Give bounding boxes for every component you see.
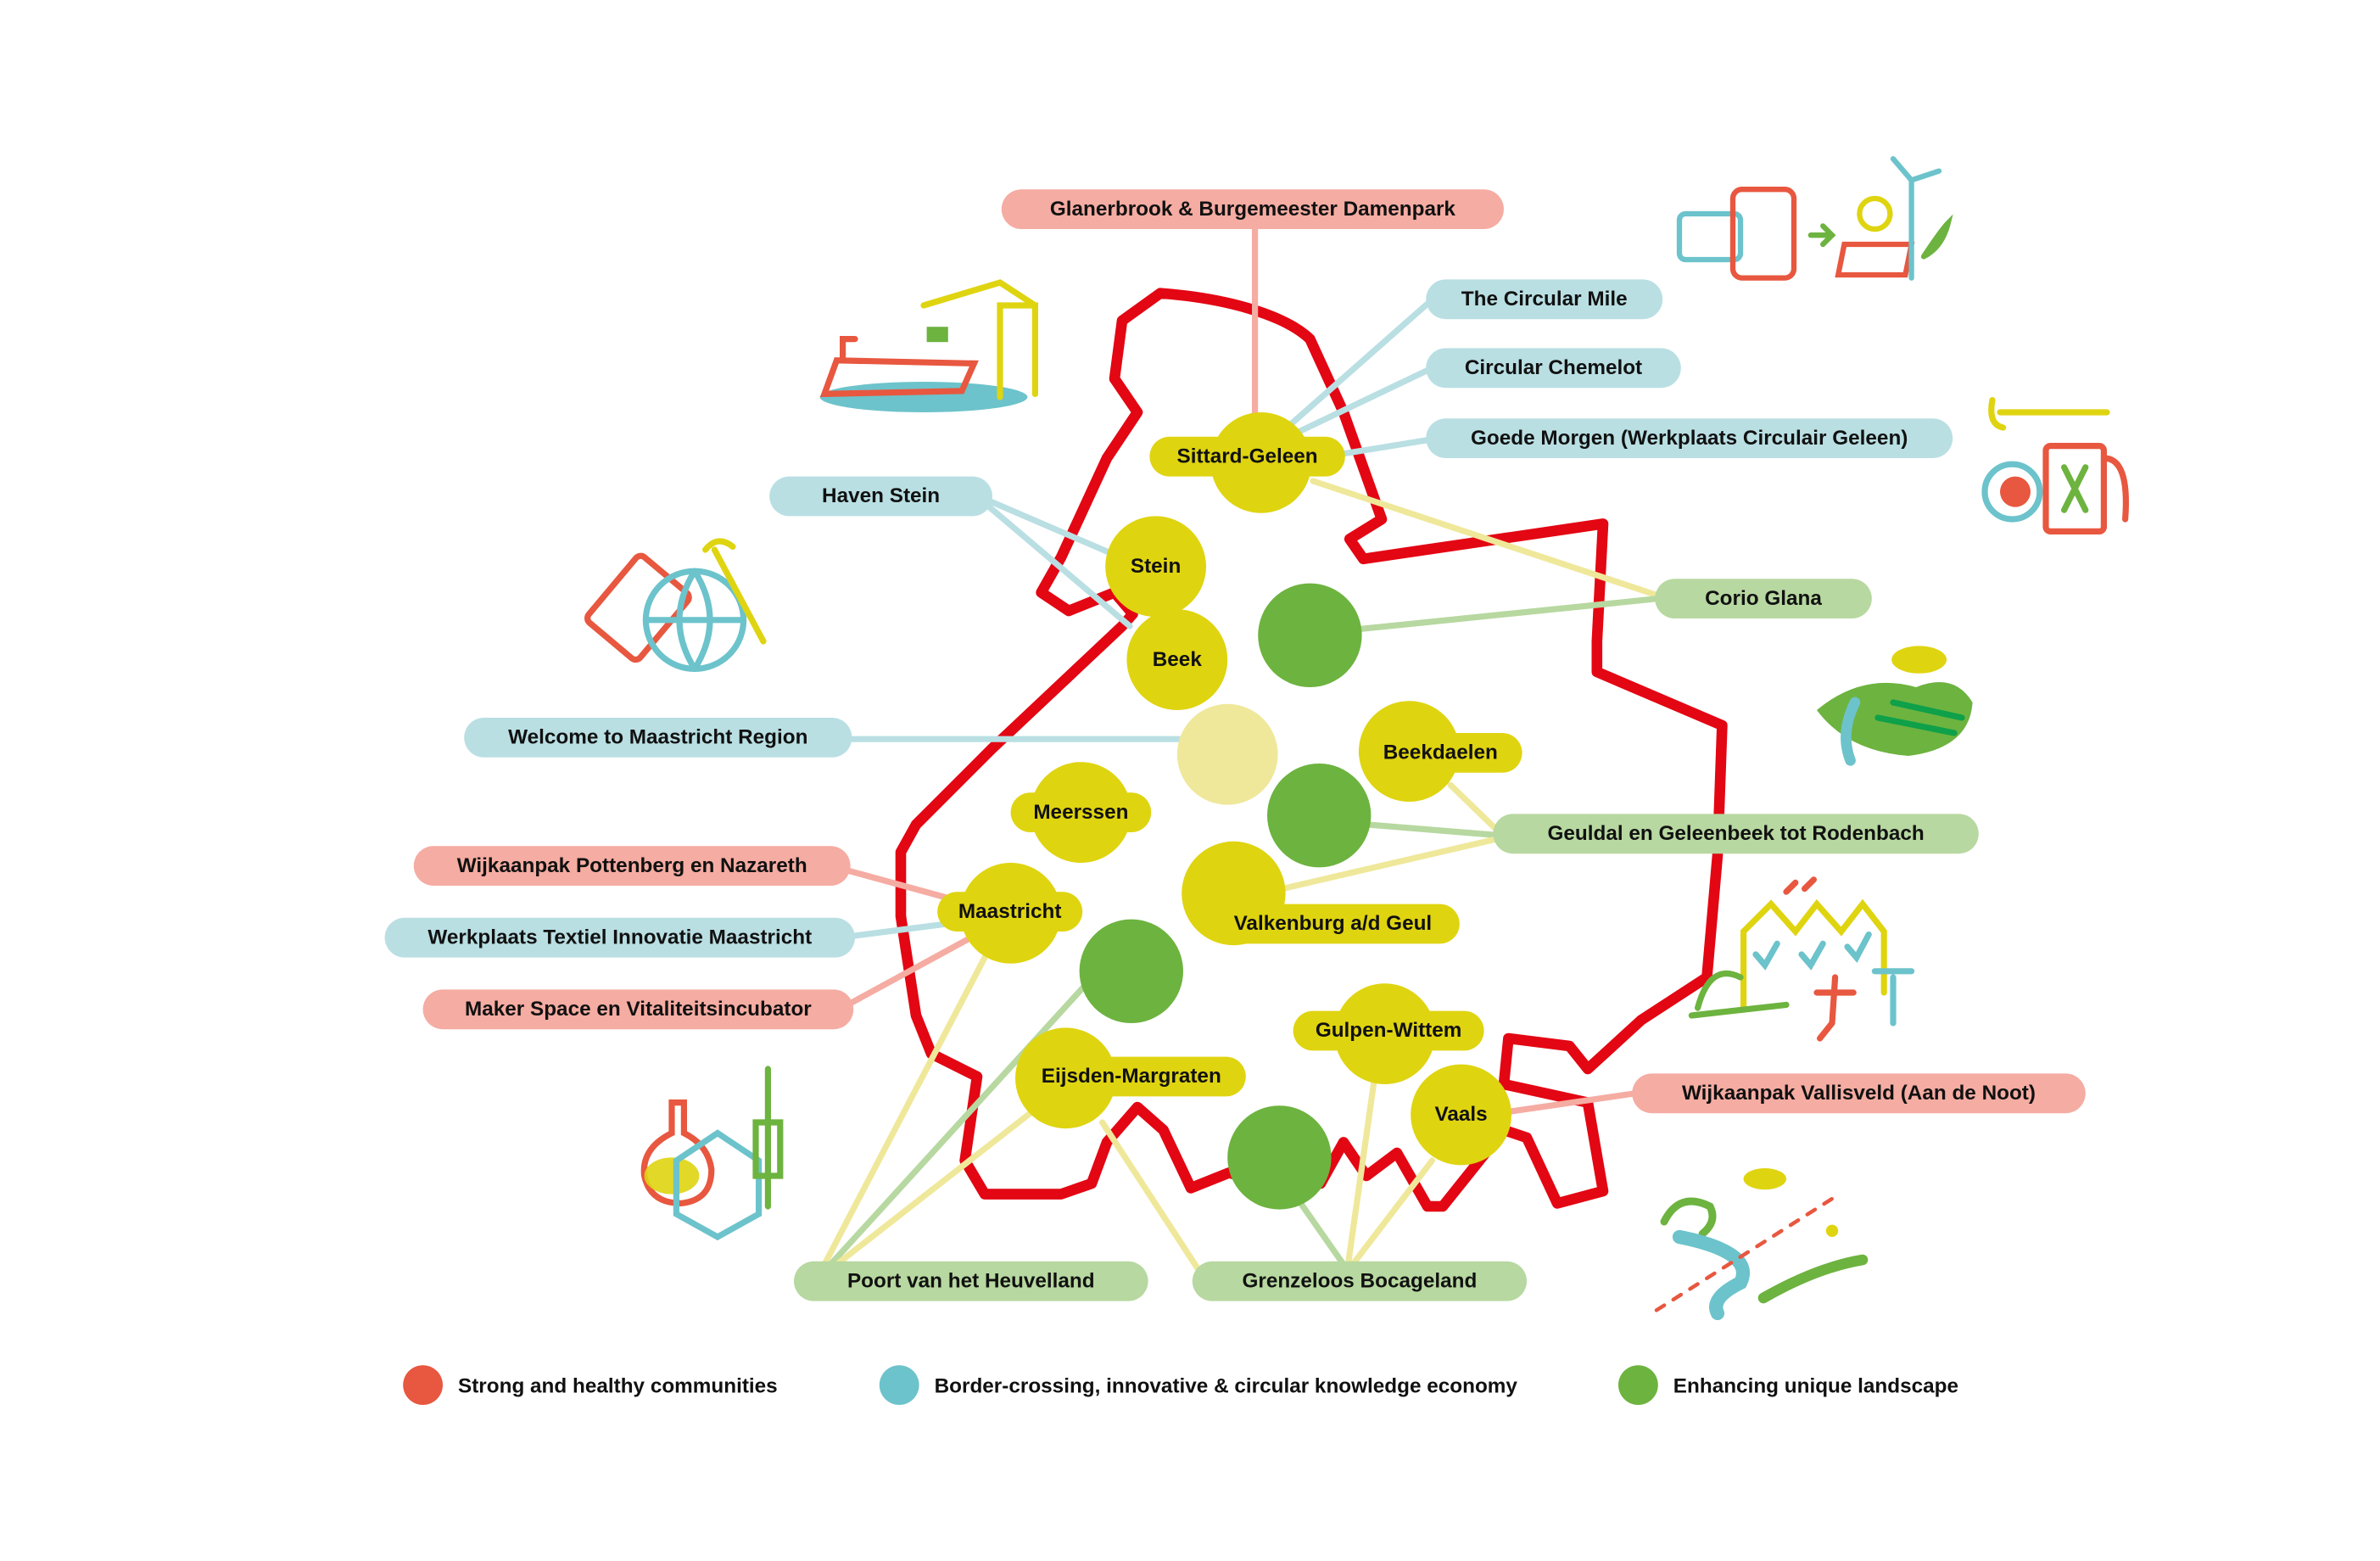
municipality-eijsden-margraten[interactable]: Eijsden-Margraten (1016, 1056, 1246, 1097)
connector-geuldal-green (1365, 821, 1503, 839)
legend-label: Border-crossing, innovative & circular k… (934, 1374, 1517, 1397)
municipality-beek[interactable]: Beek (1152, 647, 1202, 671)
node-green-grenzeloos[interactable] (1227, 1105, 1332, 1210)
node-green-geuldal[interactable] (1267, 764, 1372, 868)
legend-label: Enhancing unique landscape (1673, 1374, 1959, 1397)
municipality-valkenburg[interactable]: Valkenburg a/d Geul (1206, 904, 1460, 944)
legend-communities: Strong and healthy communities (403, 1365, 778, 1405)
connector-poort-maastricht (821, 954, 988, 1267)
connector-grenzeloos-gulpen (1344, 1077, 1377, 1267)
connectors (821, 226, 1662, 1271)
project-textiel[interactable]: Werkplaats Textiel Innovatie Maastricht (384, 917, 855, 958)
municipality-sittard-geleen[interactable]: Sittard-Geleen (1149, 436, 1345, 477)
legend-blue-dot-icon (879, 1365, 919, 1405)
municipality-maastricht[interactable]: Maastricht (937, 892, 1083, 932)
repair-tools-icon (1981, 396, 2129, 534)
legend-label: Strong and healthy communities (458, 1374, 778, 1397)
node-beek[interactable] (1126, 609, 1228, 710)
legend-red-dot-icon (403, 1365, 443, 1405)
project-circular-chemelot[interactable]: Circular Chemelot (1426, 348, 1681, 389)
municipality-vaals[interactable]: Vaals (1434, 1102, 1488, 1126)
connector-chemelot (1291, 366, 1433, 437)
connector-geuldal-beekdaelen (1447, 781, 1503, 836)
connector-poort-eijsden (833, 1108, 1036, 1267)
connector-haven-stein-2 (986, 503, 1133, 629)
river-landscape-icon (1654, 1168, 1869, 1321)
project-corio-glana[interactable]: Corio Glana (1655, 579, 1872, 618)
connector-circular-mile (1283, 299, 1433, 431)
project-circular-mile[interactable]: The Circular Mile (1426, 279, 1663, 320)
ship-crane-icon (819, 279, 1038, 412)
municipality-beekdaelen[interactable]: Beekdaelen (1359, 733, 1522, 773)
connector-maker-space (846, 934, 975, 1007)
node-stein[interactable] (1105, 516, 1206, 618)
connector-textiel (848, 919, 962, 939)
project-welcome[interactable]: Welcome to Maastricht Region (464, 718, 852, 758)
project-haven-stein[interactable]: Haven Stein (769, 476, 992, 517)
connector-geuldal-valkenburg (1279, 835, 1503, 892)
project-grenzeloos[interactable]: Grenzeloos Bocageland (1192, 1261, 1527, 1301)
lab-flask-syringe-icon (640, 1066, 784, 1241)
municipality-meerssen[interactable]: Meerssen (1010, 792, 1152, 832)
project-poort[interactable]: Poort van het Heuvelland (794, 1261, 1148, 1301)
region-outline (895, 288, 1728, 1212)
connector-corio-sittard (1310, 478, 1662, 599)
legend-economy: Border-crossing, innovative & circular k… (879, 1365, 1517, 1405)
legend-green-dot-icon (1618, 1365, 1658, 1405)
project-pottenberg[interactable]: Wijkaanpak Pottenberg en Nazareth (413, 846, 851, 886)
project-glanerbrook[interactable]: Glanerbrook & Burgemeester Damenpark (1001, 189, 1504, 229)
project-vallisveld[interactable]: Wijkaanpak Vallisveld (Aan de Noot) (1632, 1073, 2086, 1114)
legend-landscape: Enhancing unique landscape (1618, 1365, 1958, 1405)
greenhouse-people-icon (1688, 876, 1915, 1042)
node-green-corio[interactable] (1258, 583, 1362, 687)
recycling-energy-icon (1676, 156, 1953, 281)
connector-grenzeloos-vaals (1349, 1157, 1435, 1267)
project-goede-morgen[interactable]: Goede Morgen (Werkplaats Circulair Gelee… (1426, 418, 1953, 458)
landscape-trees-icon (1817, 646, 1973, 766)
connector-corio-green (1355, 595, 1662, 633)
connector-grenzeloos-green (1297, 1200, 1347, 1267)
connector-haven-stein-1 (986, 497, 1114, 557)
project-maker-space[interactable]: Maker Space en Vitaliteitsincubator (422, 989, 854, 1030)
connector-vallisveld (1505, 1090, 1639, 1115)
node-vaals[interactable] (1411, 1064, 1511, 1166)
municipality-stein[interactable]: Stein (1130, 554, 1182, 578)
connector-poort-green (827, 983, 1087, 1267)
node-green-poort[interactable] (1079, 919, 1183, 1023)
project-geuldal[interactable]: Geuldal en Geleenbeek tot Rodenbach (1493, 814, 1979, 854)
connector-grenzeloos-eijsden (1098, 1119, 1200, 1271)
globe-suitcase-icon (584, 538, 767, 672)
connector-pottenberg (844, 867, 962, 904)
node-welcome[interactable] (1176, 703, 1278, 805)
municipality-gulpen-wittem[interactable]: Gulpen-Wittem (1293, 1010, 1484, 1051)
